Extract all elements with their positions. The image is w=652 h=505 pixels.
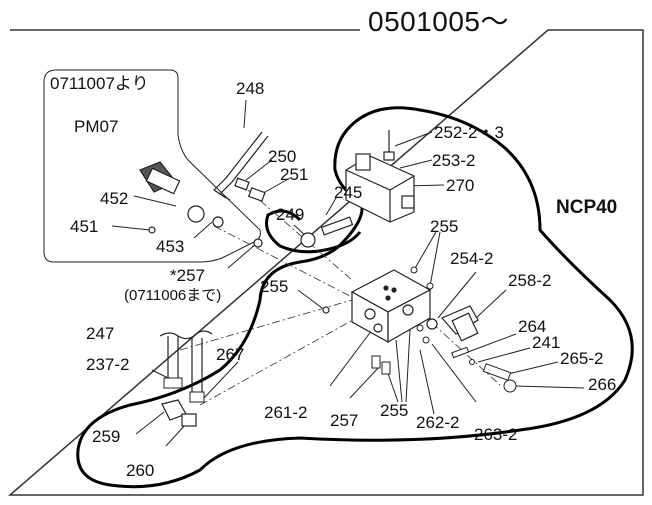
serial-range-header: 0501005〜 xyxy=(368,6,510,37)
manifold-block xyxy=(350,269,432,344)
fitting-237 xyxy=(163,377,183,389)
part-label-257-note: *257 xyxy=(170,266,205,285)
elbow-fittings xyxy=(161,399,197,427)
part-label-259: 259 xyxy=(92,427,121,446)
part-label-263: 263-2 xyxy=(474,425,518,444)
pm07-sensor xyxy=(139,161,224,234)
ncp40-group-label: NCP40 xyxy=(556,197,618,218)
right-small-parts xyxy=(371,266,517,393)
part-label-451: 451 xyxy=(70,217,99,236)
part-label-266: 266 xyxy=(588,375,617,394)
ncp40-outline xyxy=(76,106,634,489)
part-label-255-left: 255 xyxy=(260,277,289,296)
pipe-248 xyxy=(213,131,269,201)
note-0711006: (0711006まで) xyxy=(124,287,222,304)
part-label-237: 237-2 xyxy=(86,355,130,374)
part-label-267: 267 xyxy=(216,345,245,364)
part-label-245: 245 xyxy=(334,183,363,202)
ncp40-hook xyxy=(265,209,362,254)
inset-model: PM07 xyxy=(74,117,119,136)
part-label-260: 260 xyxy=(126,461,155,480)
part-label-241: 241 xyxy=(532,333,561,352)
valve-258 xyxy=(426,305,479,342)
part-label-255-top: 255 xyxy=(430,217,459,236)
part-label-262: 262-2 xyxy=(416,413,460,432)
part-label-247: 247 xyxy=(86,324,115,343)
part-label-249: 249 xyxy=(276,205,305,224)
part-label-270: 270 xyxy=(446,176,475,195)
part-label-252: 252-2・3 xyxy=(434,123,504,142)
part-label-255-bottom: 255 xyxy=(380,401,409,420)
leader-lines xyxy=(111,99,585,447)
inset-title: 0711007より xyxy=(50,74,149,93)
part-label-254: 254-2 xyxy=(450,249,494,268)
small-fittings xyxy=(234,177,354,314)
inset-box xyxy=(43,69,261,263)
part-label-251: 251 xyxy=(280,165,309,184)
part-label-253: 253-2 xyxy=(432,151,476,170)
part-label-258: 258-2 xyxy=(508,271,552,290)
fitting-267 xyxy=(189,391,205,403)
solenoid-valve-270 xyxy=(345,130,415,223)
part-label-452: 452 xyxy=(100,189,129,208)
part-label-257: 257 xyxy=(330,411,359,430)
part-label-453: 453 xyxy=(156,237,185,256)
part-label-265: 265-2 xyxy=(560,349,604,368)
part-label-248: 248 xyxy=(236,79,265,98)
part-label-250: 250 xyxy=(268,147,297,166)
part-label-264: 264 xyxy=(518,317,547,336)
part-label-261: 261-2 xyxy=(264,403,308,422)
outer-frame xyxy=(7,29,644,496)
pipe-247 xyxy=(159,330,213,392)
